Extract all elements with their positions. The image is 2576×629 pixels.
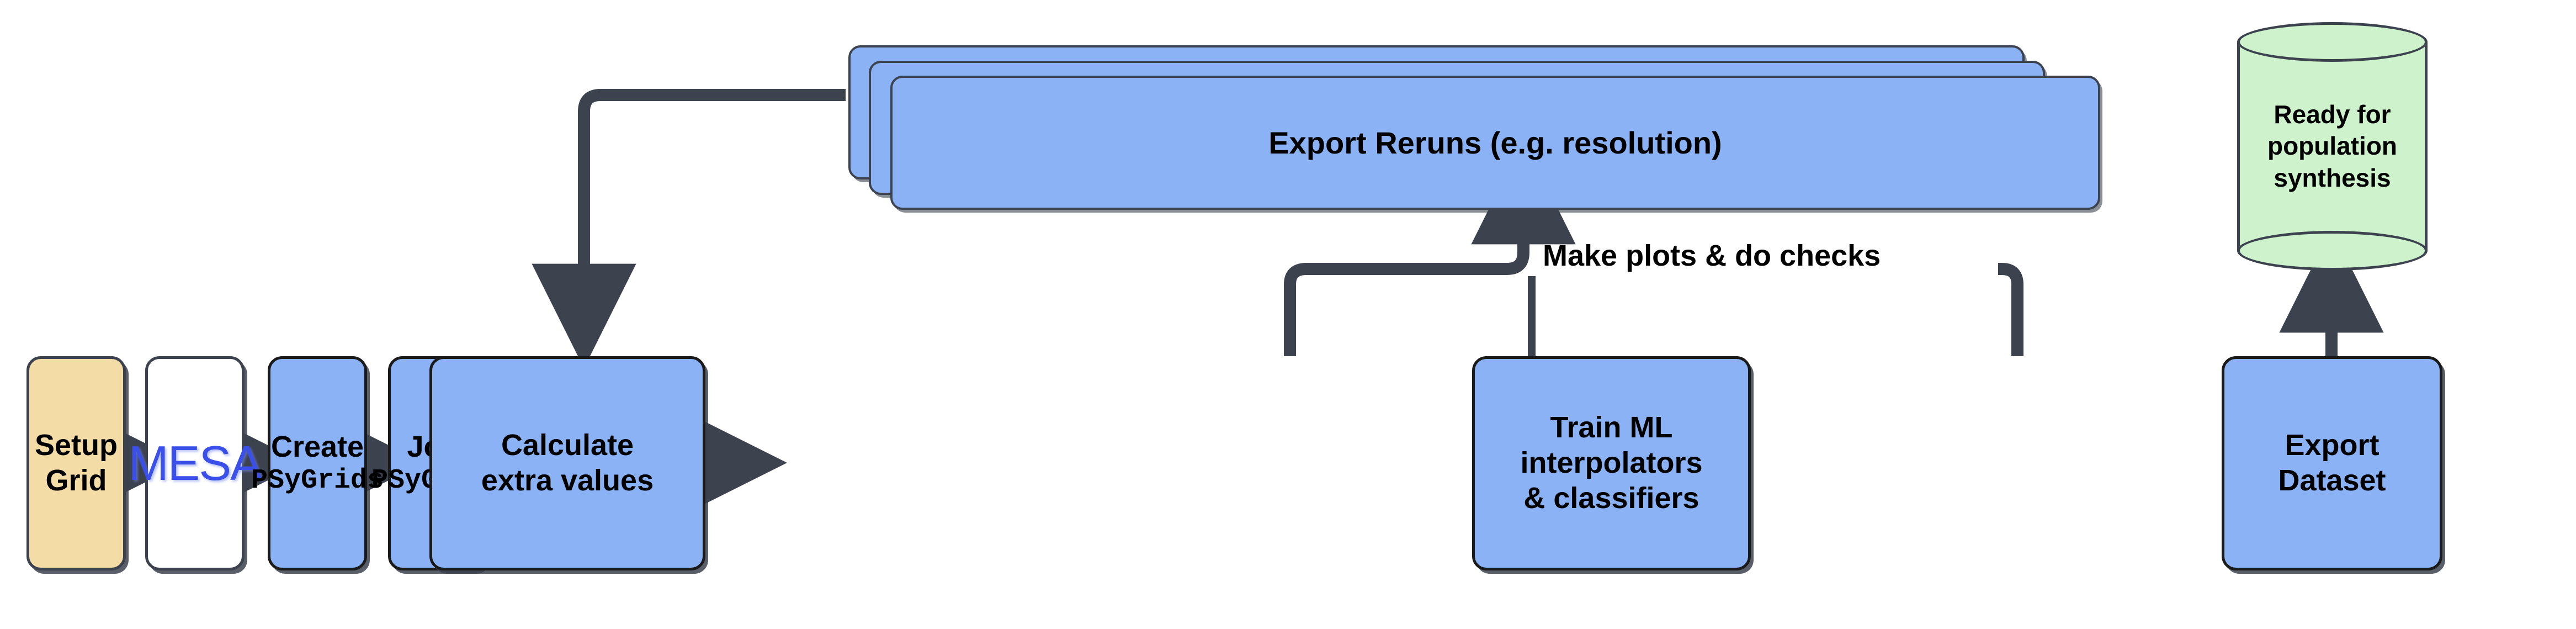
node-ready-for-population-synthesis[interactable]: Ready for population synthesis <box>2237 22 2428 271</box>
edge-join-to-reruns <box>1284 140 1576 356</box>
edge-label-make-plots: Make plots & do checks <box>1543 239 1881 272</box>
calculate-extra-values-label: Calculate extra values <box>481 429 654 497</box>
node-train-ml[interactable]: Train ML interpolators & classifiers <box>1472 356 1751 570</box>
mesa-logo-icon: MESA <box>128 436 262 491</box>
node-setup-grid[interactable]: Setup Grid <box>26 356 126 570</box>
export-dataset-label: Export Dataset <box>2278 429 2386 497</box>
node-export-dataset[interactable]: Export Dataset <box>2222 356 2442 570</box>
ready-for-population-synthesis-label: Ready for population synthesis <box>2267 99 2398 192</box>
create-psygrids-line2: PSyGrids <box>251 465 384 497</box>
database-cylinder-body-icon <box>2237 42 2428 251</box>
database-cylinder-top-icon <box>2237 22 2428 62</box>
edge-reruns-to-mesa <box>532 89 846 368</box>
export-reruns-card-front[interactable]: Export Reruns (e.g. resolution) <box>890 76 2100 210</box>
node-create-psygrids[interactable]: Create PSyGrids <box>251 356 384 570</box>
node-calculate-extra-values[interactable]: Calculate extra values <box>429 356 705 570</box>
create-psygrids-line1: Create <box>270 430 364 463</box>
setup-grid-label: Setup Grid <box>35 429 118 497</box>
node-mesa[interactable]: MESA <box>128 356 263 570</box>
train-ml-label: Train ML interpolators & classifiers <box>1520 411 1703 515</box>
export-reruns-label: Export Reruns (e.g. resolution) <box>1268 125 1722 160</box>
edge-trainml-to-rail <box>1998 263 2023 356</box>
